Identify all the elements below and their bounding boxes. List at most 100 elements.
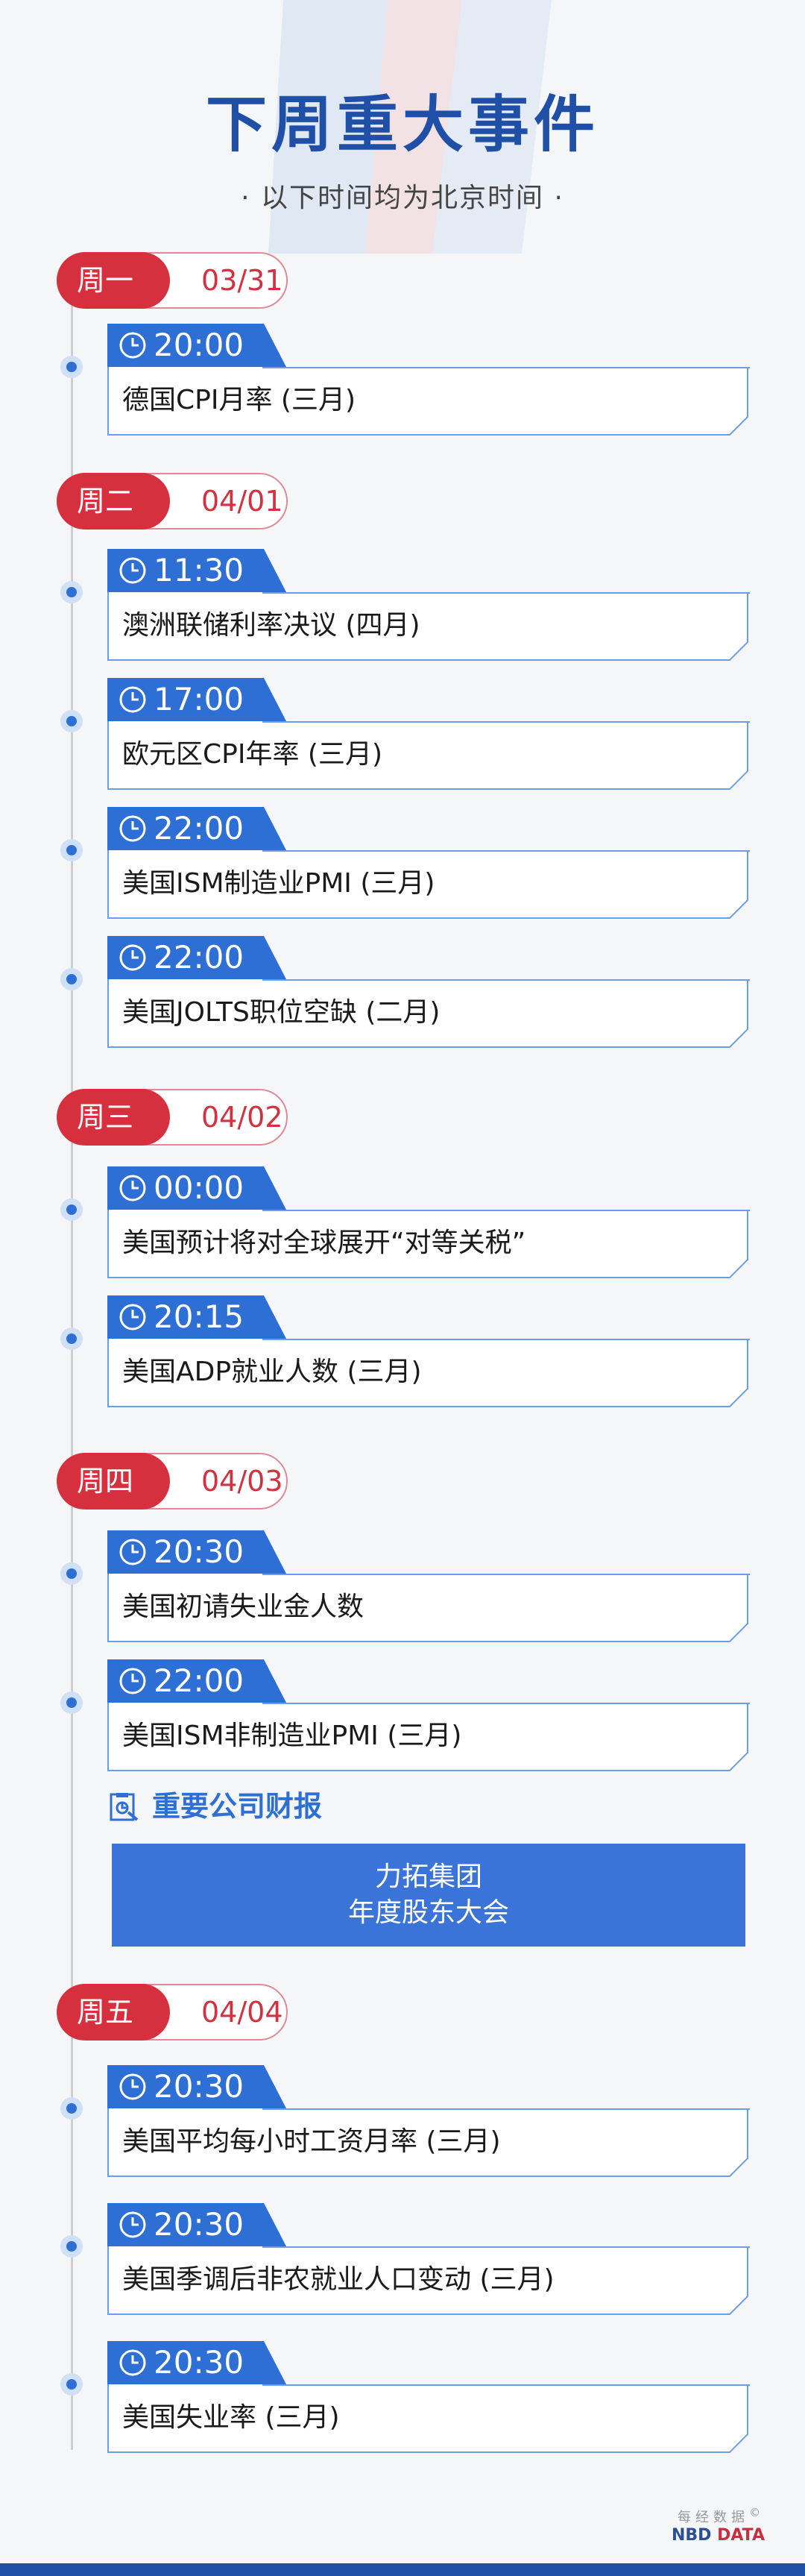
timeline-dot: [60, 356, 83, 378]
corner-decoration: [729, 2296, 748, 2315]
event-time-tab: 20:30: [107, 2341, 286, 2384]
event-time-tab: 00:00: [107, 1166, 286, 1210]
corner-decoration: [729, 1259, 748, 1278]
event-description-box: 美国ISM制造业PMI (三月): [107, 850, 750, 919]
event-card: 20:00 德国CPI月率 (三月): [107, 324, 750, 436]
event-description: 美国JOLTS职位空缺 (二月): [122, 997, 441, 1028]
event-description-box: 美国初请失业金人数: [107, 1574, 750, 1642]
event-description: 美国平均每小时工资月率 (三月): [122, 2126, 501, 2157]
event-card: 11:30 澳洲联储利率决议 (四月): [107, 549, 750, 661]
event-card: 22:00 美国JOLTS职位空缺 (二月): [107, 936, 750, 1048]
event-time-tab: 22:00: [107, 936, 286, 979]
event-time: 20:30: [154, 2344, 244, 2381]
event-card: 22:00 美国ISM制造业PMI (三月): [107, 807, 750, 919]
event-time-tab: 22:00: [107, 807, 286, 850]
event-time: 20:30: [154, 2068, 244, 2105]
timeline-dot: [60, 710, 83, 732]
event-description: 美国ISM非制造业PMI (三月): [122, 1721, 462, 1751]
copyright-mark: ©: [749, 2506, 765, 2519]
event-description: 美国ADP就业人数 (三月): [122, 1357, 422, 1387]
clock-icon: [119, 2211, 146, 2238]
corner-decoration: [729, 641, 748, 661]
event-card: 20:30 美国失业率 (三月): [107, 2341, 750, 2453]
event-time-tab: 20:15: [107, 1295, 286, 1339]
corner-decoration: [729, 1028, 748, 1048]
timeline-dot: [60, 1199, 83, 1221]
report-card: 力拓集团 年度股东大会: [112, 1844, 745, 1947]
corner-decoration: [729, 770, 748, 790]
event-time-tab: 22:00: [107, 1659, 286, 1703]
event-time-tab: 20:00: [107, 324, 286, 367]
event-description-box: 美国季调后非农就业人口变动 (三月): [107, 2246, 750, 2315]
nbd-data-logo: 每经数据© NBD DATA: [672, 2506, 765, 2545]
logo-cn: 每经数据: [678, 2510, 749, 2525]
event-description-box: 德国CPI月率 (三月): [107, 367, 750, 436]
timeline-dot: [60, 968, 83, 990]
report-icon: [110, 1793, 139, 1821]
timeline-dot: [60, 2373, 83, 2396]
clock-icon: [119, 1304, 146, 1331]
bottom-bar: [0, 2563, 805, 2576]
clock-icon: [119, 1668, 146, 1694]
logo-nbd: NBD: [671, 2526, 712, 2545]
event-time: 11:30: [154, 552, 244, 588]
corner-decoration: [729, 1388, 748, 1407]
corner-decoration: [729, 2434, 748, 2453]
event-card: 00:00 美国预计将对全球展开“对等关税”: [107, 1166, 750, 1278]
event-description: 美国初请失业金人数: [122, 1592, 364, 1622]
event-description-box: 美国平均每小时工资月率 (三月): [107, 2108, 750, 2177]
clock-icon: [119, 1539, 146, 1565]
timeline-line: [71, 283, 73, 2450]
corner-decoration: [729, 416, 748, 436]
corner-decoration: [729, 899, 748, 919]
event-description-box: 美国预计将对全球展开“对等关税”: [107, 1210, 750, 1278]
clock-icon: [119, 944, 146, 971]
event-time: 20:15: [154, 1298, 244, 1335]
event-description: 澳洲联储利率决议 (四月): [122, 610, 420, 641]
event-description-box: 澳洲联储利率决议 (四月): [107, 592, 750, 661]
event-time: 22:00: [154, 939, 244, 976]
event-description-box: 美国ISM非制造业PMI (三月): [107, 1703, 750, 1771]
event-description-box: 美国失业率 (三月): [107, 2384, 750, 2453]
event-time-tab: 11:30: [107, 549, 286, 592]
event-card: 22:00 美国ISM非制造业PMI (三月): [107, 1659, 750, 1771]
event-card: 20:15 美国ADP就业人数 (三月): [107, 1295, 750, 1407]
timeline-dot: [60, 1691, 83, 1714]
event-description: 德国CPI月率 (三月): [122, 385, 356, 415]
day-label: 周四: [57, 1453, 170, 1510]
event-card: 20:30 美国平均每小时工资月率 (三月): [107, 2065, 750, 2177]
timeline-dot: [60, 2097, 83, 2120]
event-description-box: 欧元区CPI年率 (三月): [107, 721, 750, 790]
report-event: 年度股东大会: [347, 1897, 509, 1928]
corner-decoration: [729, 1623, 748, 1642]
clock-icon: [119, 815, 146, 842]
timeline-dot: [60, 839, 83, 861]
day-label: 周二: [57, 473, 170, 530]
day-label: 周一: [57, 252, 170, 309]
event-description-box: 美国JOLTS职位空缺 (二月): [107, 979, 750, 1048]
clock-icon: [119, 686, 146, 713]
event-time: 20:30: [154, 2206, 244, 2243]
event-time: 17:00: [154, 681, 244, 717]
clock-icon: [119, 332, 146, 359]
background-decoration: [268, 0, 552, 254]
logo-data: DATA: [717, 2526, 765, 2545]
event-description: 美国季调后非农就业人口变动 (三月): [122, 2264, 555, 2295]
timeline-dot: [60, 1328, 83, 1350]
event-time-tab: 20:30: [107, 2203, 286, 2246]
event-time-tab: 20:30: [107, 1530, 286, 1574]
header: 下周重大事件 · 以下时间均为北京时间 ·: [0, 88, 805, 215]
event-card: 17:00 欧元区CPI年率 (三月): [107, 678, 750, 790]
timeline-dot: [60, 581, 83, 603]
clock-icon: [119, 557, 146, 584]
page-title: 下周重大事件: [205, 89, 599, 160]
report-company: 力拓集团: [374, 1862, 482, 1892]
event-description: 美国失业率 (三月): [122, 2402, 340, 2433]
corner-decoration: [729, 1752, 748, 1771]
event-time: 20:00: [154, 327, 244, 363]
event-description: 欧元区CPI年率 (三月): [122, 739, 382, 770]
corner-decoration: [729, 2158, 748, 2177]
timeline-dot: [60, 1562, 83, 1585]
event-description: 美国ISM制造业PMI (三月): [122, 868, 435, 899]
event-time-tab: 17:00: [107, 678, 286, 721]
